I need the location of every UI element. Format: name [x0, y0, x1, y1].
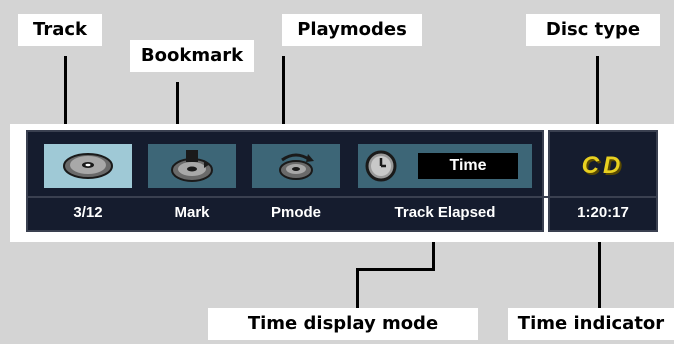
- callout-time-indicator: Time indicator: [508, 308, 674, 340]
- time-value: 1:20:17: [577, 204, 629, 221]
- disc-icon: [63, 153, 113, 179]
- pmode-label: Pmode: [270, 204, 321, 221]
- leader-playmodes: [282, 56, 285, 138]
- callout-track: Track: [18, 14, 102, 46]
- track-value: 3/12: [73, 204, 103, 221]
- clock-icon: [365, 150, 397, 182]
- leader-time-indicator: [598, 228, 601, 308]
- playmode-tile[interactable]: [252, 144, 340, 188]
- callout-time-display-mode: Time display mode: [208, 308, 478, 340]
- leader-bookmark: [176, 82, 179, 138]
- leader-track: [64, 56, 67, 138]
- time-display-mode-label: Track Elapsed: [394, 204, 496, 221]
- time-tile[interactable]: Time: [358, 144, 532, 188]
- bookmark-tile[interactable]: [148, 144, 236, 188]
- leader-time-mode-c: [356, 268, 359, 308]
- callout-disc-type: Disc type: [526, 14, 660, 46]
- leader-time-mode-a: [432, 228, 435, 270]
- repeat-disc-icon: [279, 153, 314, 180]
- leader-time-mode-b: [356, 268, 435, 271]
- track-tile[interactable]: [44, 144, 132, 188]
- callout-bookmark: Bookmark: [130, 40, 254, 72]
- callout-playmodes: Playmodes: [282, 14, 422, 46]
- time-display-field: Time: [418, 153, 518, 179]
- leader-disc-type: [596, 56, 599, 138]
- disc-bookmark-icon: [171, 150, 213, 182]
- osd-divider: [26, 196, 658, 198]
- osd-side-bar: [548, 130, 658, 232]
- cd-logo: CD: [581, 152, 625, 179]
- mark-label: Mark: [174, 204, 210, 221]
